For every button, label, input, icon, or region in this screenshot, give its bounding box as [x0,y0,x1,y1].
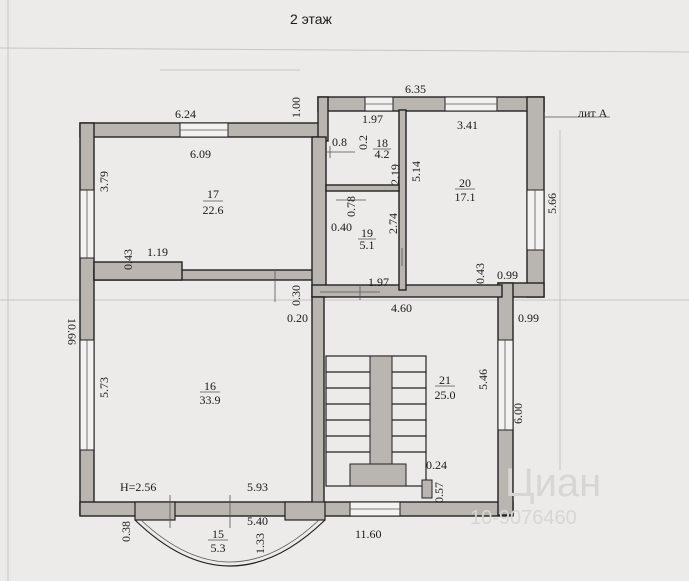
dimension-label: 1.19 [147,245,168,259]
interior-walls [93,109,503,508]
dimension-label: 5.40 [247,514,268,528]
dimension-label: 5.93 [247,480,268,494]
staircase [325,355,433,499]
room-20-number: 20 [459,176,471,190]
dimension-label: 6.00 [511,403,525,424]
dimension-label: 5.73 [97,377,111,398]
room-17-number: 17 [207,187,219,201]
dimension-label: 0.38 [119,521,133,542]
watermark-brand: Циан [505,461,601,505]
dimension-label: 0.24 [426,458,447,472]
dimension-label: 1.97 [368,275,389,289]
room-17-area: 22.6 [203,203,224,217]
room-20-area: 17.1 [455,190,476,204]
lit-label: лит А [578,106,608,120]
dimension-label: 0.99 [518,311,539,325]
dimension-label: 1.33 [253,533,267,554]
dimension-labels: 6.24 1.00 6.35 1.97 3.41 6.09 0.8 0.2 2.… [65,82,559,554]
watermark-id: 10-9076460 [470,507,577,529]
dimension-label: 5.46 [476,369,490,390]
dimension-label: 1.00 [289,97,303,118]
room-16-area: 33.9 [200,393,221,407]
dimension-label: 10.66 [65,318,79,345]
room-16-number: 16 [204,379,216,393]
dimension-label: 2.74 [386,213,400,234]
room-19-area: 5.1 [360,238,375,252]
dimension-label: 0.99 [497,268,518,282]
dimension-label: 6.24 [175,107,196,121]
dimension-label: 3.41 [457,118,478,132]
room-19-number: 19 [361,226,373,240]
dimension-label: 0.57 [432,482,446,503]
dimension-lines [169,116,610,528]
room-18-area: 4.2 [375,147,390,161]
room-15-area: 5.3 [211,541,226,555]
dimension-label: 4.60 [391,301,412,315]
dimension-label: 11.60 [355,527,382,541]
room-21-number: 21 [439,373,451,387]
room-15-number: 15 [212,527,224,541]
room-labels: 17 22.6 18 4.2 19 5.1 20 17.1 16 33.9 21… [120,136,476,555]
windows [79,96,545,517]
balcony [134,501,326,567]
dimension-label: 6.35 [405,82,426,96]
room-18-number: 18 [376,136,388,150]
dimension-label: 0.43 [121,249,135,270]
dimension-label: 2.19 [388,164,402,185]
dimension-label: 1.97 [362,112,383,126]
dimension-label: 0.20 [287,311,308,325]
height-note: H=2.56 [120,480,156,494]
dimension-label: 5.14 [409,161,423,182]
dimension-label: 5.66 [545,193,559,214]
dimension-label: 0.2 [356,135,370,150]
floor-title: 2 этаж [290,11,333,27]
dimension-label: 3.79 [97,171,111,192]
dimension-label: 0.43 [473,263,487,284]
dimension-label: 0.8 [332,135,347,149]
dimension-label: 0.78 [344,196,358,217]
dimension-label: 0.40 [331,220,352,234]
room-21-area: 25.0 [435,388,456,402]
dimension-label: 0.30 [289,285,303,306]
watermark: Циан 10-9076460 [470,461,601,529]
dimension-label: 6.09 [190,147,211,161]
